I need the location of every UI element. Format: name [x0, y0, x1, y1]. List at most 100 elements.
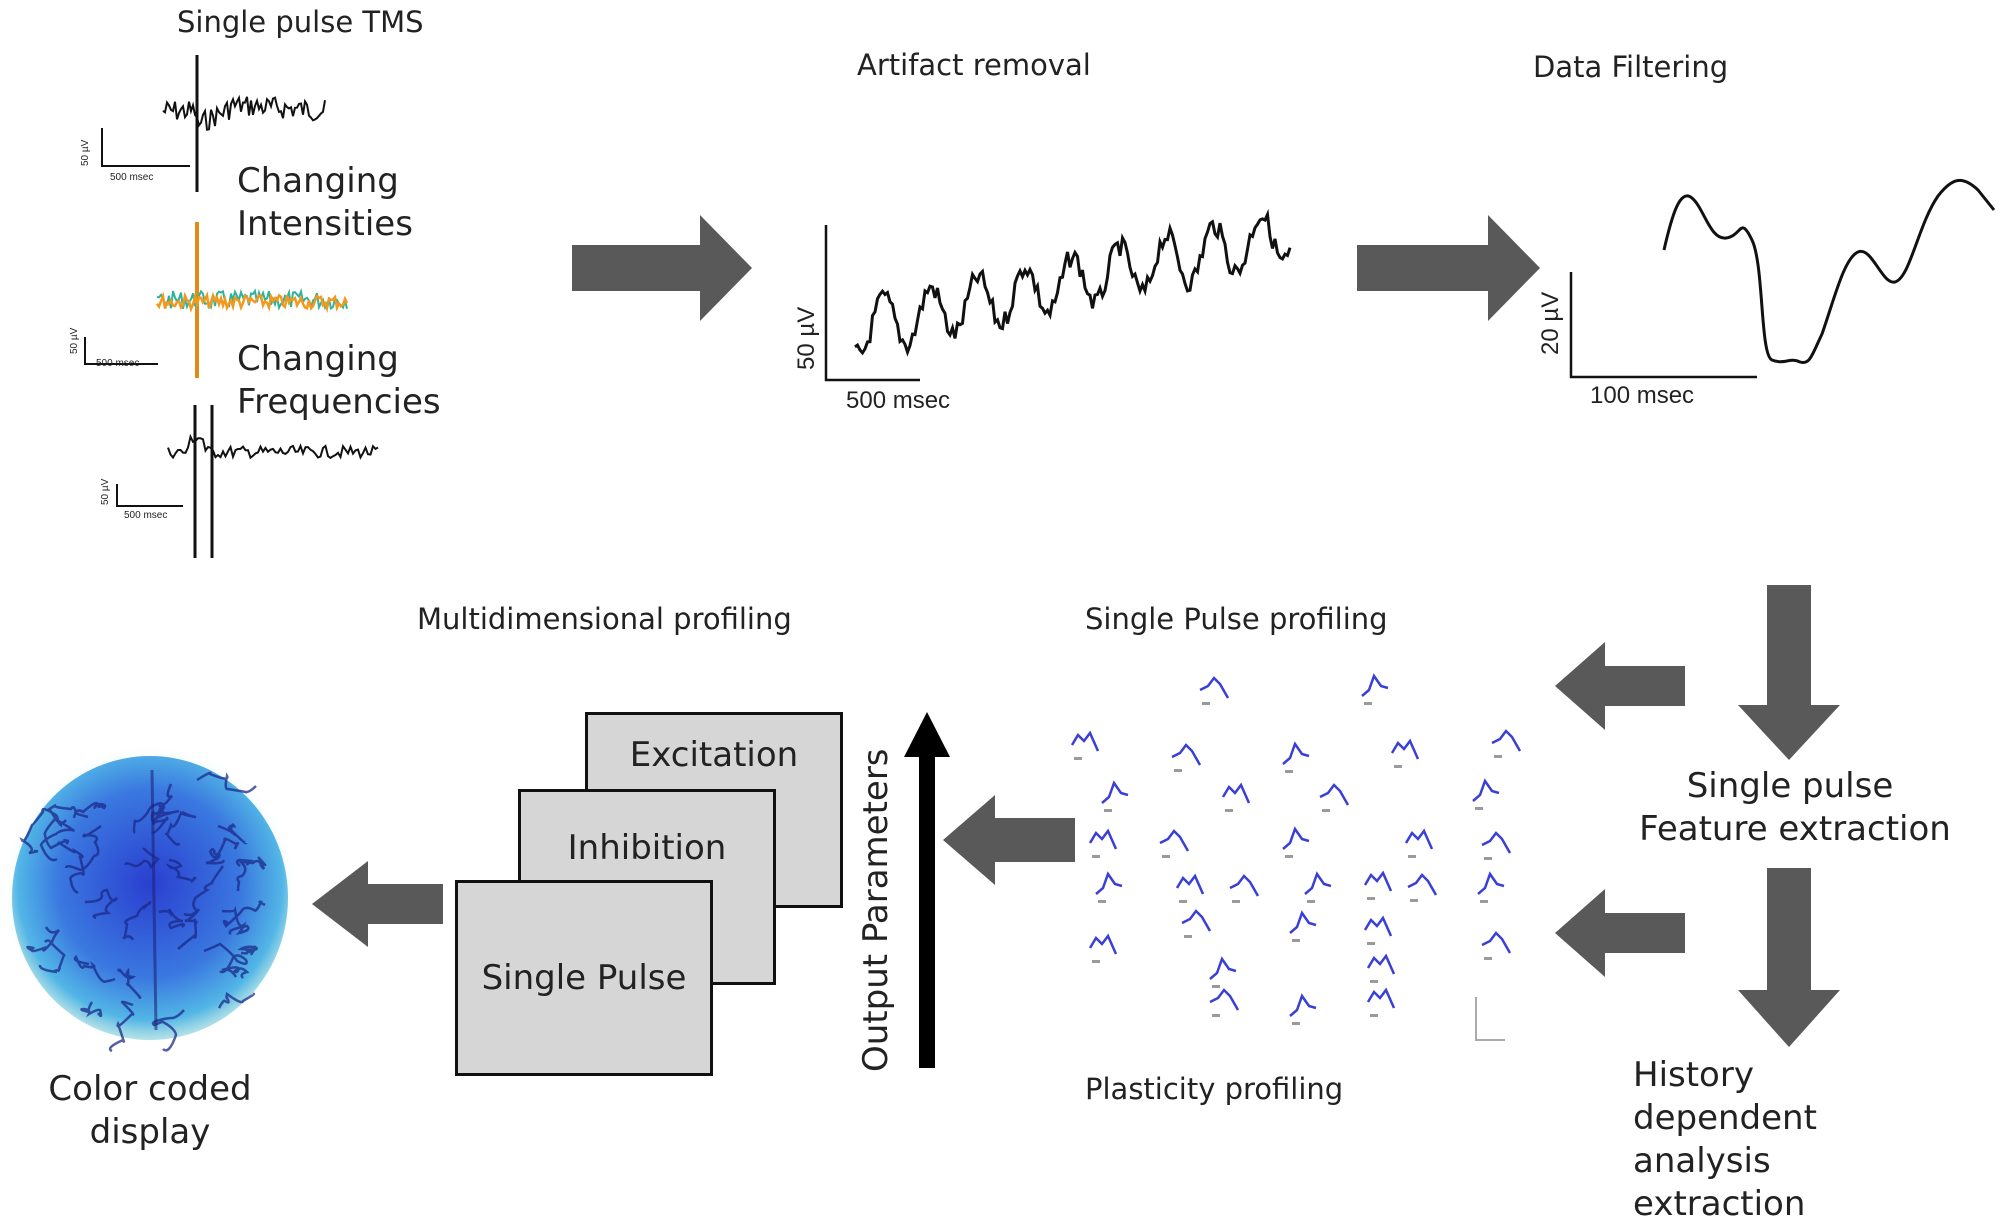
topo-electrode-tag	[1074, 757, 1082, 760]
topo-waveform	[1229, 874, 1260, 897]
artifact-removal-title: Artifact removal	[857, 48, 1091, 82]
output-arrow-head	[904, 712, 950, 757]
topo-electrode-tag	[1179, 900, 1187, 903]
arrow-down-2	[1738, 868, 1840, 1047]
output-parameters-label: Output Parameters	[856, 748, 896, 1072]
arrow-right-1	[572, 215, 752, 321]
topo-electrode-tag	[1410, 899, 1418, 902]
topo-electrode-tag	[1285, 855, 1293, 858]
scale-x-label-1: 500 msec	[110, 172, 154, 183]
topo-electrode-tag	[1225, 809, 1233, 812]
topo-waveform	[1171, 743, 1202, 766]
arrow-left-3	[943, 795, 1075, 885]
topo-electrode-tag	[1184, 935, 1192, 938]
single-pulse-trace	[162, 94, 326, 131]
topo-electrode-tag	[1484, 857, 1492, 860]
history-line2: dependent	[1633, 1098, 1817, 1138]
changing-frequencies-line1: Changing	[237, 339, 399, 379]
arrow-right-2	[1357, 215, 1540, 321]
brain-display	[0, 743, 300, 1053]
topo-electrode-tag	[1104, 809, 1112, 812]
filtering-axis	[1569, 272, 1757, 379]
scale-x-label-2: 500 msec	[96, 358, 140, 369]
topo-waveform	[1181, 909, 1212, 932]
topo-electrode-tag	[1202, 702, 1210, 705]
topo-waveform	[1088, 828, 1118, 850]
data-filtering-title: Data Filtering	[1533, 50, 1729, 84]
topo-waveform	[1101, 780, 1129, 804]
feature-extraction-line2: Feature extraction	[1639, 809, 1951, 849]
arrow-left-1	[1555, 642, 1685, 730]
arrow-down-1	[1738, 585, 1840, 760]
scale-y-label-3: 50 µV	[100, 478, 111, 505]
topo-waveform	[1221, 782, 1251, 804]
topo-waveform	[1209, 988, 1240, 1011]
topo-waveform	[1209, 956, 1237, 980]
topo-electrode-tag	[1098, 900, 1106, 903]
arrow-left-2	[1555, 889, 1685, 977]
scale-x-label-3: 500 msec	[124, 510, 168, 521]
topo-electrode-tag	[1292, 1022, 1300, 1025]
topo-electrode-tag	[1092, 960, 1100, 963]
topo-electrode-tag	[1370, 1014, 1378, 1017]
topo-waveform	[1361, 673, 1389, 697]
topo-waveform	[1070, 730, 1100, 752]
plasticity-profiling-title: Plasticity profiling	[1085, 1072, 1344, 1106]
topo-electrode-tag	[1174, 769, 1182, 772]
topo-waveform	[1363, 870, 1393, 892]
changing-frequencies-line2: Frequencies	[237, 382, 441, 422]
scale-bar-2	[84, 337, 158, 365]
filtering-scale-x: 100 msec	[1590, 382, 1695, 409]
topo-waveform	[1289, 993, 1317, 1017]
artifact-scale-x: 500 msec	[846, 387, 951, 414]
scale-bar-1	[101, 128, 190, 167]
topo-waveform	[1363, 915, 1393, 937]
topo-waveform	[1477, 871, 1505, 895]
topo-waveform	[1366, 987, 1396, 1009]
topo-waveform	[1289, 910, 1317, 934]
history-line3: analysis	[1633, 1141, 1771, 1181]
topo-scale-bar	[1475, 997, 1505, 1041]
topo-waveform	[1159, 829, 1190, 852]
topo-electrode-tag	[1212, 985, 1220, 988]
topo-electrode-tag	[1285, 770, 1293, 773]
topo-electrode-tag	[1092, 855, 1100, 858]
topo-electrode-tag	[1232, 900, 1240, 903]
card-single-pulse-label: Single Pulse	[481, 958, 687, 998]
card-inhibition-label: Inhibition	[567, 828, 727, 868]
changing-intensities-line1: Changing	[237, 161, 399, 201]
topo-electrode-tag	[1408, 855, 1416, 858]
topo-electrode-tag	[1367, 942, 1375, 945]
topo-waveform	[1472, 778, 1500, 802]
history-line4: extraction	[1633, 1184, 1806, 1224]
topo-waveform	[1088, 933, 1118, 955]
topo-electrode-tag	[1162, 855, 1170, 858]
output-arrow-shaft	[919, 755, 935, 1068]
topo-waveform	[1199, 676, 1230, 699]
single-pulse-profiling-title: Single Pulse profiling	[1085, 602, 1388, 636]
color-coded-line2: display	[89, 1112, 211, 1152]
single-pulse-tms-title: Single pulse TMS	[177, 5, 424, 39]
topo-electrode-tag	[1322, 809, 1330, 812]
arrow-left-4	[312, 861, 443, 947]
topographic-waveform-grid	[1070, 673, 1522, 1025]
topo-waveform	[1407, 873, 1438, 896]
card-single-pulse: Single Pulse	[455, 880, 713, 1076]
history-line1: History	[1633, 1055, 1754, 1095]
topo-electrode-tag	[1292, 939, 1300, 942]
filtered-trace	[1662, 179, 1996, 365]
scale-y-label-2: 50 µV	[69, 327, 80, 354]
topo-waveform	[1319, 783, 1350, 806]
multidimensional-profiling-title: Multidimensional profiling	[417, 602, 792, 636]
topo-waveform	[1175, 873, 1205, 895]
topo-waveform	[1366, 953, 1396, 975]
topo-waveform	[1304, 871, 1332, 895]
topo-waveform	[1282, 826, 1310, 850]
topo-waveform	[1491, 729, 1522, 752]
topo-electrode-tag	[1480, 900, 1488, 903]
topo-electrode-tag	[1212, 1014, 1220, 1017]
artifact-scale-y: 50 µV	[793, 306, 820, 370]
topo-waveform	[1404, 828, 1434, 850]
topo-waveform	[1390, 738, 1420, 760]
